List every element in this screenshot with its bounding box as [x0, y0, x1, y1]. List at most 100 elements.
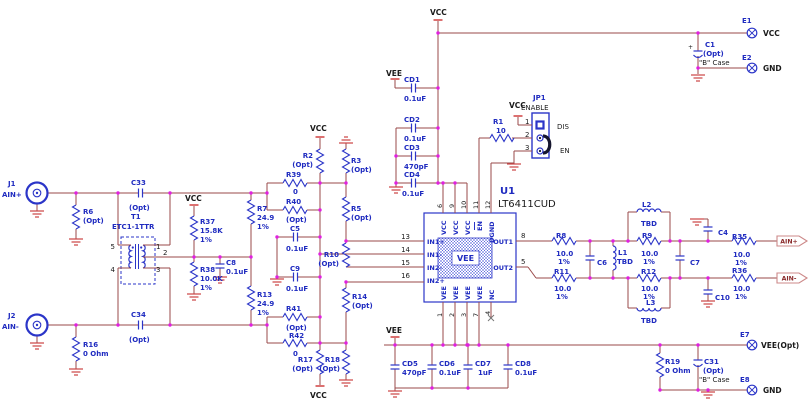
schematic-label: L1: [618, 249, 627, 257]
junction-dot: [658, 343, 662, 347]
resistor-R3: [341, 148, 351, 174]
schematic-label: 3: [525, 144, 529, 152]
junction-dot: [626, 276, 630, 280]
inductor-L1: [612, 245, 617, 271]
schematic-label: EN: [476, 221, 484, 231]
terminal-E1: [746, 27, 758, 39]
schematic-label: C6: [597, 259, 607, 267]
schematic-label: 0: [293, 350, 298, 358]
ground-symbol: [30, 342, 44, 350]
schematic-label: 1: [525, 118, 529, 126]
schematic-label: L3: [646, 299, 655, 307]
schematic-label: 6: [436, 204, 444, 208]
schematic-label: ETC1-1TTR: [112, 223, 155, 231]
schematic-label: C8: [226, 259, 236, 267]
ground-symbol: [339, 379, 353, 387]
junction-dot: [506, 343, 510, 347]
schematic-label: 24.9: [257, 300, 274, 308]
schematic-label: VEE: [386, 69, 402, 78]
resistor-R10: [341, 242, 351, 268]
schematic-label: (Opt): [351, 166, 372, 174]
schematic-label: C4: [718, 229, 728, 237]
schematic-label: (Opt): [129, 336, 150, 344]
junction-dot: [696, 31, 700, 35]
terminal-x: [748, 29, 756, 37]
schematic-label: 2: [448, 313, 456, 317]
schematic-label: R35: [732, 233, 747, 241]
schematic-label: (Opt): [286, 216, 307, 224]
schematic-label: OUT1: [493, 238, 513, 246]
schematic-label: T1: [131, 213, 141, 221]
junction-dot: [453, 343, 457, 347]
symbol-layer: AIN+AIN-: [25, 19, 809, 399]
junction-dot: [318, 235, 322, 239]
junction-dot: [668, 239, 672, 243]
junction-dot: [453, 181, 457, 185]
flag-text: AIN-: [782, 276, 797, 283]
junction-dot: [466, 386, 470, 390]
resistor-R40: [282, 205, 308, 215]
schematic-label: (Opt): [352, 302, 373, 310]
schematic-label: 470pF: [402, 369, 427, 377]
junction-dot: [430, 343, 434, 347]
schematic-label: (Opt): [351, 214, 372, 222]
resistor-R16: [71, 336, 81, 362]
schematic-label: R18: [325, 356, 340, 364]
junction-dot: [477, 343, 481, 347]
junction-dot: [344, 181, 348, 185]
schematic-label: 12: [484, 201, 492, 209]
schematic-label: R38: [200, 266, 215, 274]
schematic-label: (Opt): [292, 161, 313, 169]
schematic-label: DIS: [557, 123, 569, 131]
schematic-label: R6: [83, 208, 93, 216]
schematic-label: "B" Case: [699, 376, 730, 384]
schematic-label: 15: [401, 259, 410, 267]
schematic-label: VCC: [185, 194, 202, 203]
resistor-R13: [246, 285, 256, 311]
junction-dot: [441, 181, 445, 185]
junction-dot: [265, 323, 269, 327]
resistor-R37: [189, 215, 199, 241]
schematic-label: (Opt): [318, 260, 339, 268]
schematic-label: 0.1uF: [286, 245, 308, 253]
ground-symbol: [30, 210, 44, 218]
schematic-label: CD2: [404, 116, 420, 124]
schematic-label: 4: [484, 311, 492, 315]
schematic-label: 3: [460, 313, 468, 317]
junction-dot: [275, 235, 279, 239]
junction-dot: [344, 239, 348, 243]
schematic-label: TBD: [641, 220, 657, 228]
capacitor-C31: [693, 359, 703, 368]
schematic-label: R42: [289, 332, 304, 340]
schematic-label: R17: [298, 356, 313, 364]
ground-symbol: [691, 74, 705, 82]
junction-dot: [466, 343, 470, 347]
schematic-label: R7: [257, 205, 267, 213]
inductor-L2: [636, 208, 662, 213]
junction-dot: [678, 239, 682, 243]
schematic-label: CD3: [404, 144, 420, 152]
jumper-pin-center: [538, 149, 542, 153]
ground-symbol: [389, 186, 403, 194]
signal-flag-AIN-: AIN-: [776, 272, 809, 284]
schematic-label: R12: [641, 268, 656, 276]
junction-dot-layer: [74, 31, 710, 392]
schematic-label: VCC: [310, 391, 327, 400]
terminal-E2: [746, 62, 758, 74]
schematic-label: VEE: [440, 286, 448, 300]
capacitor-CD1: [410, 83, 417, 93]
junction-dot: [441, 343, 445, 347]
schematic-label: R19: [665, 358, 680, 366]
schematic-label: (Opt): [703, 367, 724, 375]
jumper-pin1-pad: [535, 120, 545, 130]
schematic-label: 8: [521, 232, 525, 240]
bnc-connector-J2: [25, 313, 49, 337]
schematic-label: 10.0: [641, 285, 658, 293]
junction-dot: [74, 191, 78, 195]
schematic-label: 13: [401, 233, 410, 241]
capacitor-C8: [215, 263, 225, 269]
capacitor-C6: [585, 255, 595, 261]
schematic-label: GND: [763, 386, 782, 395]
resistor-R38: [189, 261, 199, 287]
